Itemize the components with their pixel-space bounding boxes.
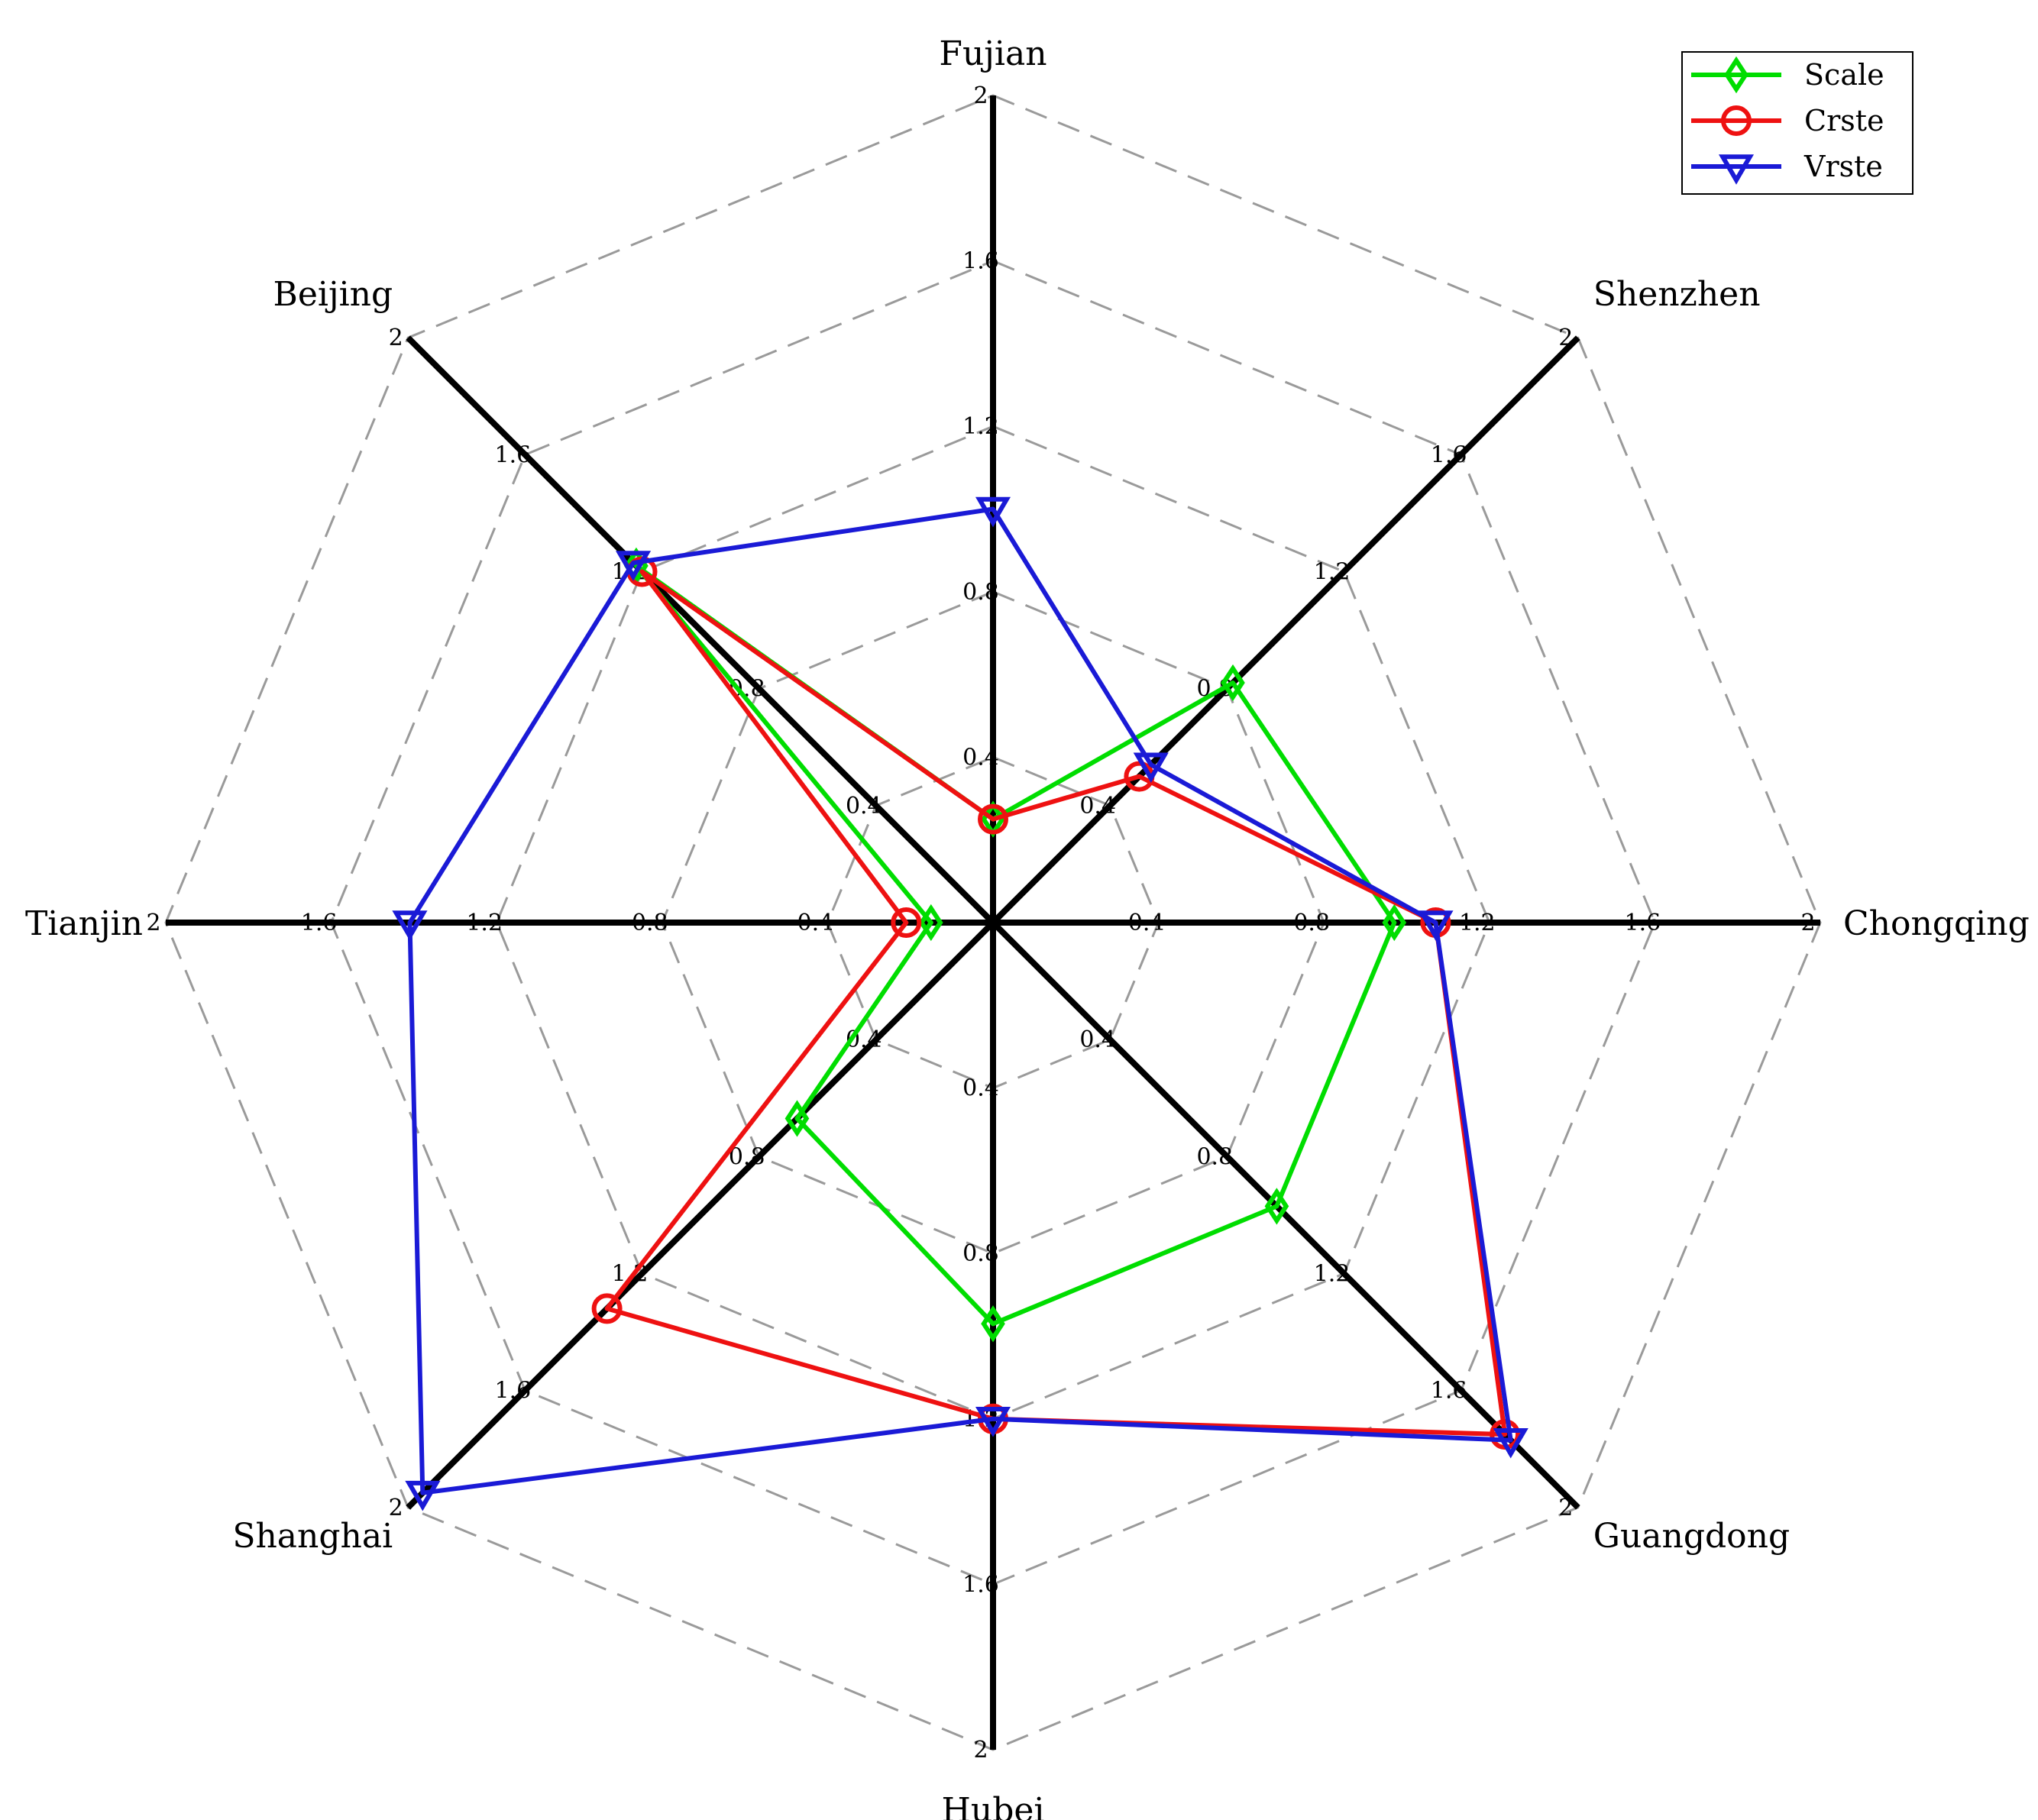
tick-label: 1.2 — [466, 910, 503, 936]
legend-marker-scale — [1724, 56, 1748, 94]
tick-label: 1.6 — [1431, 441, 1467, 468]
axis-line-guangdong — [991, 920, 1580, 1510]
grid-ring-4 — [329, 259, 1657, 1586]
axis-label-fujian: Fujian — [939, 34, 1046, 73]
tick-label: 2 — [973, 82, 988, 109]
tick-label: 0.4 — [797, 910, 834, 936]
tick-label: 2 — [146, 910, 160, 936]
tick-label: 1.2 — [962, 413, 999, 440]
data-point-crste-tianjin — [891, 907, 922, 938]
series-line-vrste — [407, 506, 1513, 1495]
tick-label: 0.8 — [962, 1240, 999, 1267]
axis-label-chongqing: Chongqing — [1843, 904, 2030, 943]
tick-label: 1.2 — [1314, 1261, 1351, 1288]
axis-label-guangdong: Guangdong — [1593, 1517, 1790, 1556]
axis-label-shenzhen: Shenzhen — [1593, 275, 1761, 314]
data-point-scale-shanghai — [784, 1100, 810, 1137]
data-point-scale-tianjin — [918, 904, 943, 942]
axis-line-shenzhen — [991, 335, 1580, 925]
tick-label: 0.4 — [1079, 793, 1116, 819]
tick-label: 2 — [973, 1737, 988, 1763]
data-point-vrste-beijing — [615, 551, 652, 581]
tick-label: 2 — [1558, 325, 1573, 351]
data-point-scale-hubei — [981, 1305, 1005, 1343]
data-point-vrste-hubei — [975, 1407, 1011, 1437]
tick-label: 2 — [389, 1495, 403, 1521]
tick-label: 0.4 — [846, 793, 882, 819]
tick-label: 0.8 — [1196, 1143, 1233, 1170]
axis-label-beijing: Beijing — [273, 275, 393, 314]
tick-label: 1.6 — [1431, 1378, 1467, 1405]
tick-label: 0.8 — [1293, 910, 1330, 936]
legend-label-crste: Crste — [1804, 104, 1884, 137]
legend-label-scale: Scale — [1804, 58, 1884, 92]
data-point-vrste-guangdong — [1493, 1428, 1528, 1459]
data-point-crste-fujian — [978, 803, 1008, 835]
tick-label: 1.6 — [495, 441, 532, 468]
tick-label: 0.8 — [632, 910, 668, 936]
tick-label: 1.6 — [1625, 910, 1661, 936]
tick-label: 1.6 — [301, 910, 338, 936]
tick-label: 1.6 — [962, 1571, 999, 1598]
tick-label: 2 — [389, 325, 403, 351]
tick-label: 1.6 — [495, 1378, 532, 1405]
tick-label: 0.4 — [1128, 910, 1165, 936]
legend-marker-crste — [1721, 105, 1752, 136]
axis-label-hubei: Hubei — [942, 1791, 1045, 1820]
tick-label: 0.8 — [962, 579, 999, 606]
data-point-scale-guangdong — [1264, 1188, 1289, 1225]
axis-line-beijing — [406, 335, 995, 925]
tick-label: 0.4 — [962, 1075, 999, 1102]
tick-label: 1.2 — [1459, 910, 1496, 936]
series-line-crste — [604, 569, 1508, 1437]
data-point-scale-shenzhen — [1221, 664, 1245, 702]
tick-label: 2 — [1558, 1495, 1573, 1521]
tick-label: 2 — [1800, 910, 1815, 936]
tick-label: 1.2 — [1314, 559, 1351, 586]
tick-label: 0.4 — [962, 744, 999, 771]
axis-label-tianjin: Tianjin — [25, 904, 143, 943]
data-point-vrste-fujian — [975, 496, 1011, 528]
data-point-crste-shanghai — [591, 1293, 623, 1324]
grid-ring-2 — [661, 590, 1325, 1255]
tick-label: 1.6 — [962, 248, 999, 275]
series-line-scale — [633, 563, 1397, 1327]
data-point-vrste-tianjin — [392, 910, 428, 941]
series-layer — [392, 496, 1528, 1511]
tick-label: 0.4 — [1079, 1026, 1116, 1053]
axis-line-shanghai — [406, 920, 995, 1510]
axis-label-shanghai: Shanghai — [232, 1517, 393, 1556]
data-point-vrste-shanghai — [405, 1480, 441, 1511]
legend-marker-vrste — [1718, 154, 1755, 185]
data-point-vrste-chongqing — [1418, 910, 1454, 941]
series-crste — [591, 556, 1521, 1450]
data-point-vrste-shenzhen — [1133, 752, 1169, 784]
legend-label-vrste: Vrste — [1803, 150, 1883, 183]
series-vrste — [392, 496, 1528, 1511]
tick-label-layer: 0.4 0.8 1.2 1.6 2 0.4 0.8 1.2 1.6 2 0.4 0.8 1.2 1.6 2 0… — [146, 82, 1815, 1763]
data-point-scale-chongqing — [1382, 904, 1407, 942]
tick-label: 0.8 — [729, 1143, 765, 1170]
